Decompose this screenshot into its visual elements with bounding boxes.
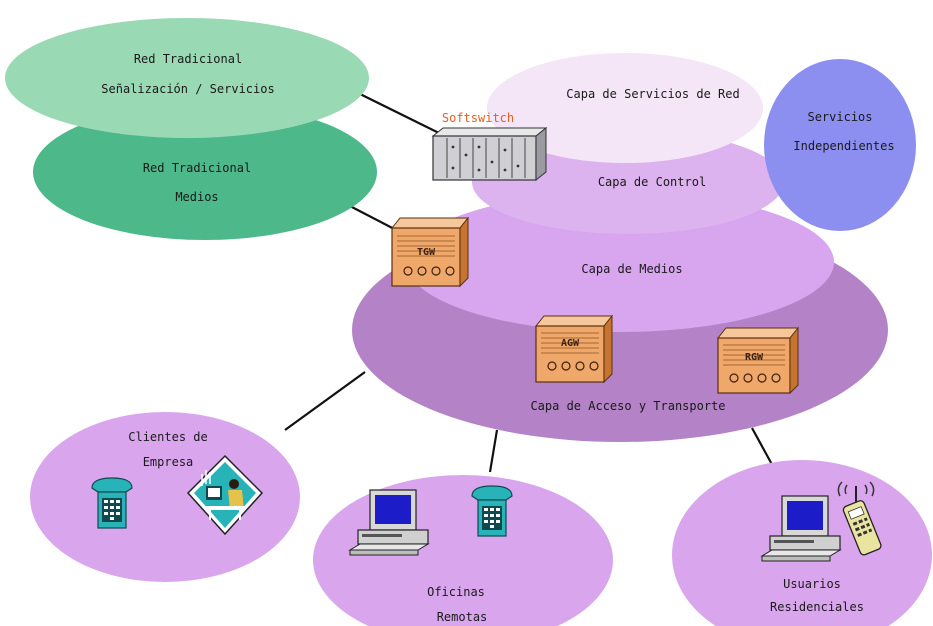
telephone-icon [471,485,513,537]
clientes-empresa-line2: Empresa [143,455,194,469]
agw-gateway-device: AGW [534,314,614,384]
servicios-independientes-ellipse [764,59,916,231]
computer-icon [348,489,430,556]
softswitch-label: Softswitch [442,111,514,125]
red-tradicional-medios-line1: Red Tradicional [143,161,251,175]
oficinas-remotas-line1: Oficinas [427,585,485,599]
softswitch-device: Softswitch [431,111,548,182]
tgw-label: TGW [417,247,436,258]
link-medios-tgw [347,204,401,233]
capa-control-label: Capa de Control [598,175,706,189]
telephone-icon [91,477,133,529]
red-tradicional-senalizacion-ellipse [5,18,369,138]
usuarios-residenciales-line1: Usuarios [783,577,841,591]
tgw-gateway-device: TGW [390,216,470,288]
red-tradicional-medios-ellipse [33,104,377,240]
capa-acceso-transporte-label: Capa de Acceso y Transporte [530,399,725,413]
rgw-gateway-device: RGW [716,326,800,395]
capa-servicios-red-label: Capa de Servicios de Red [566,87,739,101]
clientes-empresa-line1: Clientes de [128,430,207,444]
capa-servicios-red-ellipse [487,53,763,163]
cordless-phone-icon [837,481,882,556]
servicios-independientes-line1: Servicios [807,110,872,124]
red-tradicional-senalizacion-line2: Señalización / Servicios [101,82,274,96]
usuarios-residenciales-line2: Residenciales [770,600,864,614]
link-acceso-clientes [284,371,366,431]
rgw-label: RGW [745,352,764,363]
agw-label: AGW [561,338,580,349]
servicios-independientes-line2: Independientes [793,139,894,153]
oficinas-remotas-line2: Remotas [437,610,488,624]
capa-medios-label: Capa de Medios [581,262,682,276]
clientes-empresa-ellipse [30,412,300,582]
link-signalling-softswitch [359,93,446,137]
red-tradicional-medios-line2: Medios [175,190,218,204]
link-acceso-oficinas [488,429,499,473]
capa-medios-ellipse [406,192,834,332]
red-tradicional-senalizacion-line1: Red Tradicional [134,52,242,66]
office-worker-icon [186,454,264,536]
capa-control-ellipse [472,130,784,234]
computer-icon [760,495,842,562]
